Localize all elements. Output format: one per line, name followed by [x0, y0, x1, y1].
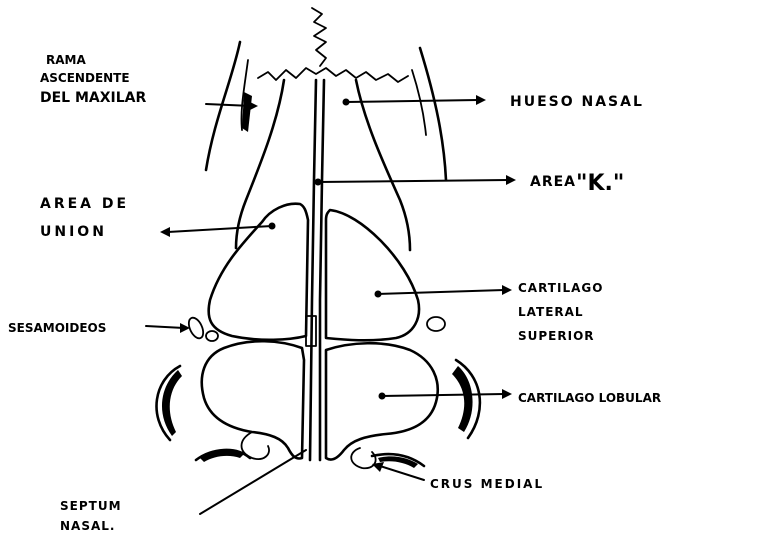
- ala-right-shade: [452, 366, 473, 432]
- lobular-cartilage-left: [202, 341, 304, 458]
- upper-lateral-cartilage-left: [209, 204, 308, 340]
- arrowhead-cartilago-lateral: [502, 285, 512, 295]
- arrow-area-k: [318, 180, 508, 182]
- label-cartilago-lobular: CARTILAGO LOBULAR: [518, 391, 661, 405]
- septum-left-line: [310, 80, 316, 460]
- label-cartilago-lateral-line3: SUPERIOR: [518, 329, 595, 343]
- arrow-sesamoideos: [146, 326, 184, 328]
- upper-lateral-cartilage-right: [326, 210, 419, 340]
- arrow-cartilago-lobular: [382, 394, 504, 396]
- arrowhead-rama: [248, 101, 258, 111]
- leader-lines: [146, 95, 516, 514]
- labels: RAMA ASCENDENTE DEL MAXILAR HUESO NASAL …: [8, 53, 661, 533]
- label-rama-line3: DEL MAXILAR: [40, 90, 147, 106]
- sesamoid-left-2: [206, 331, 218, 341]
- break-line: [312, 8, 326, 66]
- label-cartilago-lateral-line1: CARTILAGO: [518, 281, 603, 295]
- arrowhead-cartilago-lobular: [502, 389, 512, 399]
- arrowhead-area-union: [160, 227, 170, 237]
- arrow-septum: [200, 450, 306, 514]
- arrow-crus-medial: [380, 466, 424, 480]
- lobular-cartilage-right-inner: [351, 448, 375, 468]
- arrow-hueso-nasal: [346, 100, 478, 102]
- lobular-cartilage-right: [326, 343, 438, 459]
- arrowhead-hueso-nasal: [476, 95, 486, 105]
- nasal-bone-top-edge: [258, 68, 408, 82]
- label-septum-line2: NASAL.: [60, 519, 115, 533]
- septum-right-line: [320, 80, 324, 460]
- label-crus-medial: CRUS MEDIAL: [430, 477, 544, 491]
- label-rama-line2: ASCENDENTE: [40, 71, 130, 85]
- arrowhead-area-k: [506, 175, 516, 185]
- nostril-left-shade: [200, 451, 244, 462]
- arrow-cartilago-lateral: [378, 290, 504, 294]
- label-area-union-line1: AREA DE: [40, 196, 129, 212]
- label-hueso-nasal: HUESO NASAL: [510, 94, 644, 110]
- maxilla-right-inner: [412, 70, 426, 135]
- sesamoid-right: [427, 317, 445, 331]
- label-area-k-letter: "K.": [576, 171, 624, 196]
- label-sesamoideos: SESAMOIDEOS: [8, 321, 106, 335]
- label-cartilago-lateral-line2: LATERAL: [518, 305, 584, 319]
- label-rama-line1: RAMA: [46, 53, 86, 67]
- label-septum-line1: SEPTUM: [60, 499, 122, 513]
- nose-drawing: [157, 8, 480, 468]
- label-area-k: AREA: [530, 174, 576, 190]
- label-area-union-line2: UNION: [40, 224, 107, 240]
